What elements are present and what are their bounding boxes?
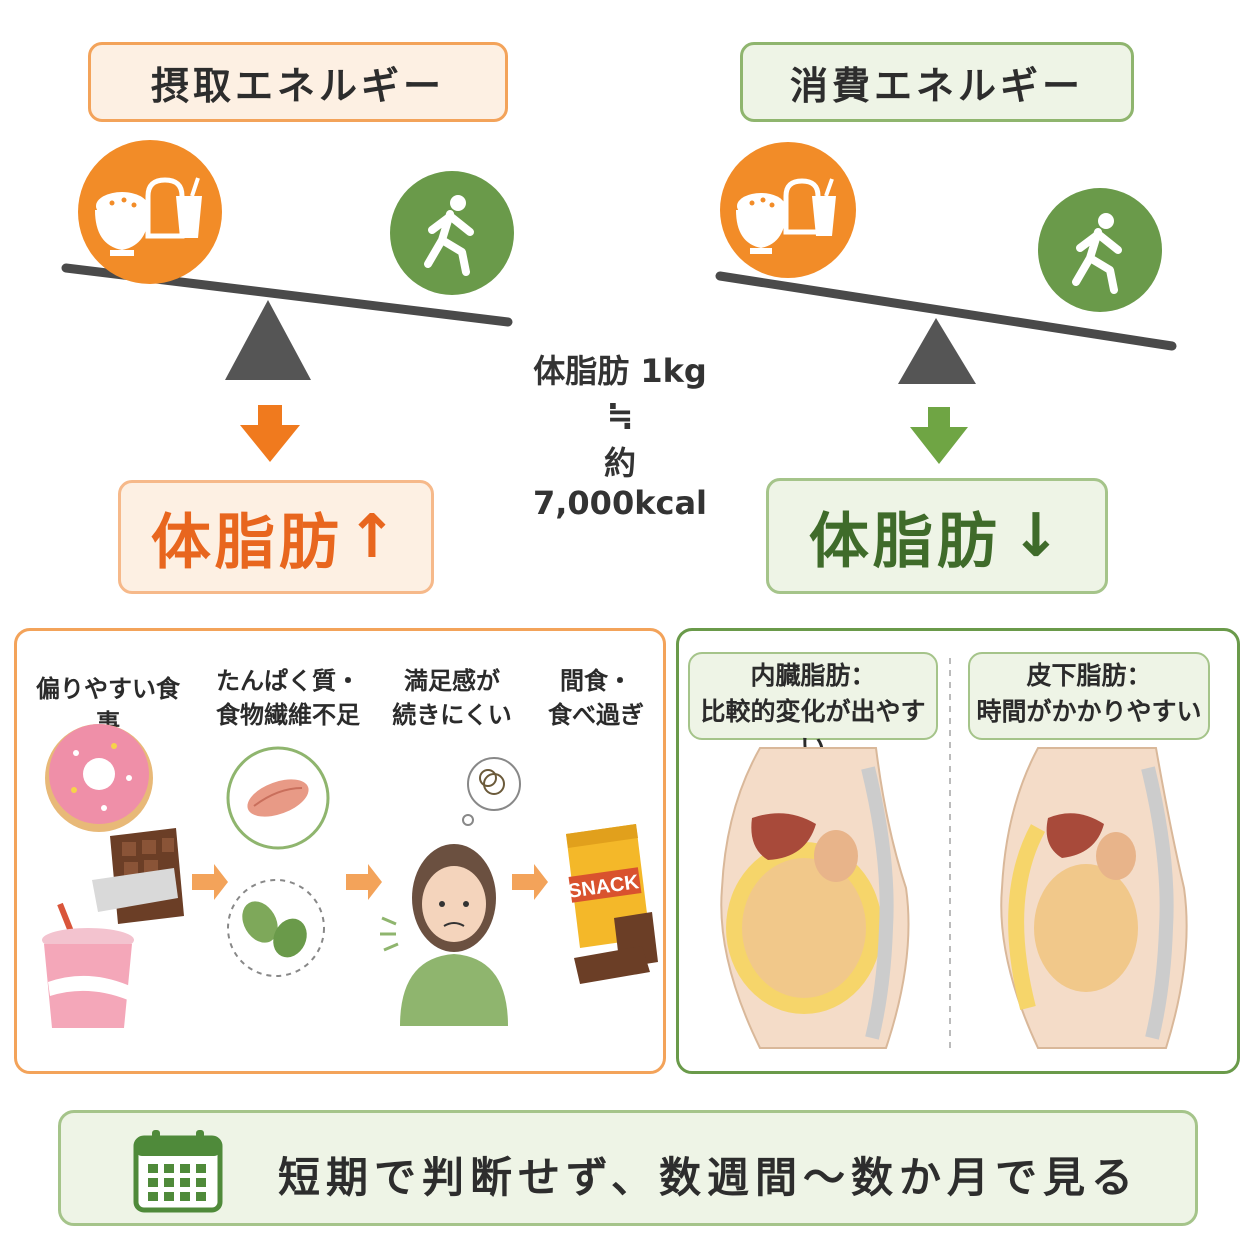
cause-label-1: 偏りやすい食事	[26, 672, 190, 740]
cause-3-line1: 満足感が	[404, 667, 500, 695]
fat-increase-label: 体脂肪	[150, 507, 343, 578]
approx-symbol: ≒	[606, 396, 634, 434]
chocolate-icon	[92, 828, 184, 924]
expenditure-header: 消費エネルギー	[740, 42, 1134, 122]
fat-decrease-box: 体脂肪 ↓	[766, 478, 1108, 594]
cause-4-line2: 食べ過ぎ	[548, 701, 644, 729]
flow-arrow-2	[346, 864, 382, 900]
snack-bag-icon	[566, 824, 658, 984]
subcutaneous-fat-label: 皮下脂肪： 時間がかかりやすい	[968, 652, 1210, 740]
flow-arrow-1	[192, 864, 228, 900]
exercise-icon-right	[1038, 188, 1162, 312]
fat-weight: 体脂肪 1kg	[533, 352, 707, 390]
drink-cup-icon	[42, 902, 134, 1028]
flow-arrow-3	[512, 864, 548, 900]
balance-scales	[61, 140, 1177, 464]
exercise-icon	[390, 171, 514, 295]
subcutaneous-fat-desc: 時間がかかりやすい	[976, 697, 1202, 726]
cause-2-line1: たんぱく質・	[216, 667, 360, 695]
visceral-fat-label: 内臓脂肪： 比較的変化が出やすい	[688, 652, 938, 762]
subcutaneous-fat-title: 皮下脂肪：	[1026, 661, 1152, 690]
meat-icon	[226, 746, 330, 850]
cause-label-3: 満足感が 続きにくい	[374, 664, 530, 732]
donut-icon	[45, 724, 153, 832]
cause-3-line2: 続きにくい	[392, 701, 512, 729]
food-icon-right	[720, 142, 856, 278]
visceral-fat-title: 内臓脂肪：	[750, 661, 876, 690]
body-cross-sections	[720, 658, 1188, 1049]
footer-banner	[58, 1110, 1198, 1226]
intake-title: 摂取エネルギー	[150, 63, 445, 108]
worried-person-icon	[380, 757, 521, 1026]
cause-2-line2: 食物繊維不足	[216, 701, 360, 729]
kcal-value: 約7,000kcal	[532, 444, 708, 522]
left-fulcrum	[225, 300, 311, 380]
right-scale	[715, 142, 1177, 384]
subcutaneous-fat-body	[1000, 747, 1188, 1049]
right-down-arrow	[910, 407, 968, 464]
up-arrow-icon: ↑	[346, 502, 402, 572]
fat-decrease-label: 体脂肪	[808, 506, 1001, 577]
intake-header: 摂取エネルギー	[88, 42, 508, 122]
right-beam	[715, 271, 1177, 351]
visceral-fat-body	[720, 747, 910, 1049]
center-note: 体脂肪 1kg ≒ 約7,000kcal	[520, 346, 720, 522]
cause-4-line1: 間食・	[560, 667, 632, 695]
fat-increase-box: 体脂肪 ↑	[118, 480, 434, 594]
down-arrow-icon: ↓	[1010, 501, 1066, 571]
footer-message: 短期で判断せず、数週間〜数か月で見る	[278, 1153, 1140, 1202]
left-scale	[61, 140, 514, 380]
left-down-arrow	[240, 405, 300, 462]
cause-1-line1: 偏りやすい食事	[36, 675, 180, 737]
food-icon	[78, 140, 222, 284]
cause-label-4: 間食・ 食べ過ぎ	[528, 664, 664, 732]
expenditure-title: 消費エネルギー	[789, 63, 1084, 108]
calendar-icon	[133, 1130, 223, 1213]
causes-illustration	[42, 724, 658, 1028]
vegetable-icon	[227, 879, 325, 977]
cause-label-2: たんぱく質・ 食物繊維不足	[206, 664, 370, 732]
right-fulcrum	[898, 318, 976, 384]
